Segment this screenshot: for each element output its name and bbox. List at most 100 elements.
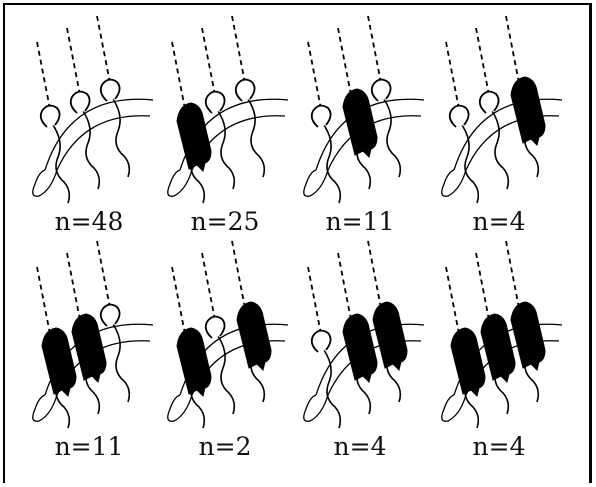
dashed-strand xyxy=(337,252,352,321)
structure-1-open xyxy=(36,41,71,204)
structure-2-open xyxy=(66,27,101,190)
panel-2 xyxy=(167,15,289,204)
dashed-strand xyxy=(475,252,490,321)
lower-strand xyxy=(383,98,402,178)
panel-8-label: n=4 xyxy=(472,432,526,461)
dashed-strand xyxy=(171,266,186,335)
lower-strand xyxy=(491,110,510,190)
structure-1-filled xyxy=(171,41,212,204)
filled-body xyxy=(480,313,516,383)
middle-arc xyxy=(465,115,560,171)
outer-arc xyxy=(453,98,563,171)
dashed-strand xyxy=(475,27,490,96)
filled-body xyxy=(342,313,378,383)
middle-arc xyxy=(56,115,151,171)
dashed-strand xyxy=(445,266,460,335)
open-loop xyxy=(204,90,226,114)
structure-3-filled xyxy=(367,240,408,403)
figure-border xyxy=(3,3,592,483)
open-loop xyxy=(478,90,500,114)
structure-3-open xyxy=(231,15,266,178)
structure-2-filled xyxy=(66,252,107,415)
lower-strand xyxy=(247,98,266,178)
open-loop xyxy=(69,90,91,114)
filled-body xyxy=(342,88,378,158)
panel-4-label: n=4 xyxy=(472,207,526,236)
structure-2-open xyxy=(201,252,236,415)
panel-8 xyxy=(441,240,563,429)
structure-3-filled xyxy=(505,240,546,403)
hook-outline xyxy=(303,394,329,422)
structure-2-filled xyxy=(337,27,378,190)
outer-arc xyxy=(44,98,154,171)
panel-1-label: n=48 xyxy=(54,207,124,236)
hook-outline xyxy=(441,169,467,197)
hook-outline xyxy=(32,169,58,197)
dashed-strand xyxy=(96,15,111,84)
lower-strand xyxy=(461,124,480,204)
dashed-strand xyxy=(445,41,460,110)
structure-2-open xyxy=(201,27,236,190)
dashed-strand xyxy=(36,266,51,335)
lower-strand xyxy=(82,110,101,190)
dashed-strand xyxy=(201,27,216,96)
hook-outline xyxy=(167,394,193,422)
panel-3 xyxy=(303,15,425,204)
dashed-strand xyxy=(36,41,51,110)
panel-5-label: n=11 xyxy=(54,432,124,461)
lower-strand xyxy=(323,124,342,204)
dashed-strand xyxy=(96,240,111,309)
structure-2-filled xyxy=(475,252,516,415)
structure-3-open xyxy=(96,15,131,178)
filled-body xyxy=(450,327,486,397)
structure-2-open xyxy=(475,27,510,190)
hook-outline xyxy=(303,169,329,197)
dashed-strand xyxy=(367,240,382,309)
panel-7 xyxy=(303,240,425,429)
hook-outline xyxy=(167,169,193,197)
dashed-strand xyxy=(171,41,186,110)
structure-1-filled xyxy=(171,266,212,429)
open-loop xyxy=(310,104,332,128)
panel-2-label: n=25 xyxy=(190,207,260,236)
dashed-strand xyxy=(201,252,216,321)
filled-body xyxy=(236,301,272,371)
dashed-strand xyxy=(367,15,382,84)
panel-6 xyxy=(167,240,289,429)
open-loop xyxy=(370,78,392,102)
lower-strand xyxy=(112,323,131,403)
filled-body xyxy=(176,327,212,397)
dashed-strand xyxy=(307,266,322,335)
filled-body xyxy=(372,301,408,371)
lower-strand xyxy=(52,124,71,204)
structure-1-open xyxy=(445,41,480,204)
panel-5 xyxy=(32,240,154,429)
dashed-strand xyxy=(337,27,352,96)
structure-1-filled xyxy=(445,266,486,429)
dashed-strand xyxy=(231,15,246,84)
dashed-strand xyxy=(66,27,81,96)
panel-6-label: n=2 xyxy=(198,432,252,461)
panel-7-label: n=4 xyxy=(333,432,387,461)
structure-1-filled xyxy=(36,266,77,429)
open-loop xyxy=(448,104,470,128)
filled-body xyxy=(176,102,212,172)
open-loop xyxy=(234,78,256,102)
lower-strand xyxy=(112,98,131,178)
panel-3-label: n=11 xyxy=(325,207,395,236)
open-loop xyxy=(39,104,61,128)
structure-1-open xyxy=(307,266,342,429)
filled-body xyxy=(510,301,546,371)
filled-body xyxy=(510,76,546,146)
structure-2-filled xyxy=(337,252,378,415)
open-loop xyxy=(99,78,121,102)
dashed-strand xyxy=(66,252,81,321)
panel-4 xyxy=(441,15,563,204)
dashed-strand xyxy=(505,15,520,84)
open-loop xyxy=(204,315,226,339)
dashed-strand xyxy=(231,240,246,309)
structure-3-open xyxy=(96,240,131,403)
structure-3-open xyxy=(367,15,402,178)
panel-1 xyxy=(32,15,154,204)
